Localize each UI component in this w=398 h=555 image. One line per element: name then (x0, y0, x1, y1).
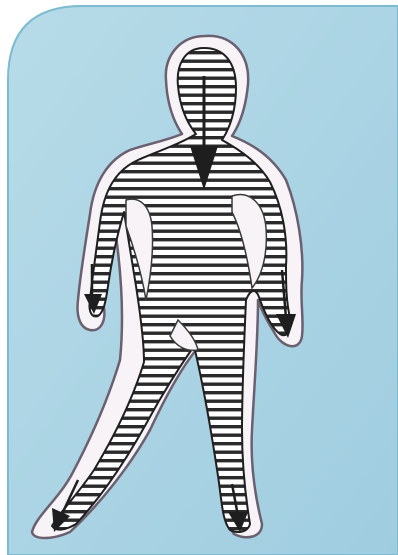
diagram-stage (0, 0, 398, 555)
body-energy-diagram (0, 0, 398, 555)
